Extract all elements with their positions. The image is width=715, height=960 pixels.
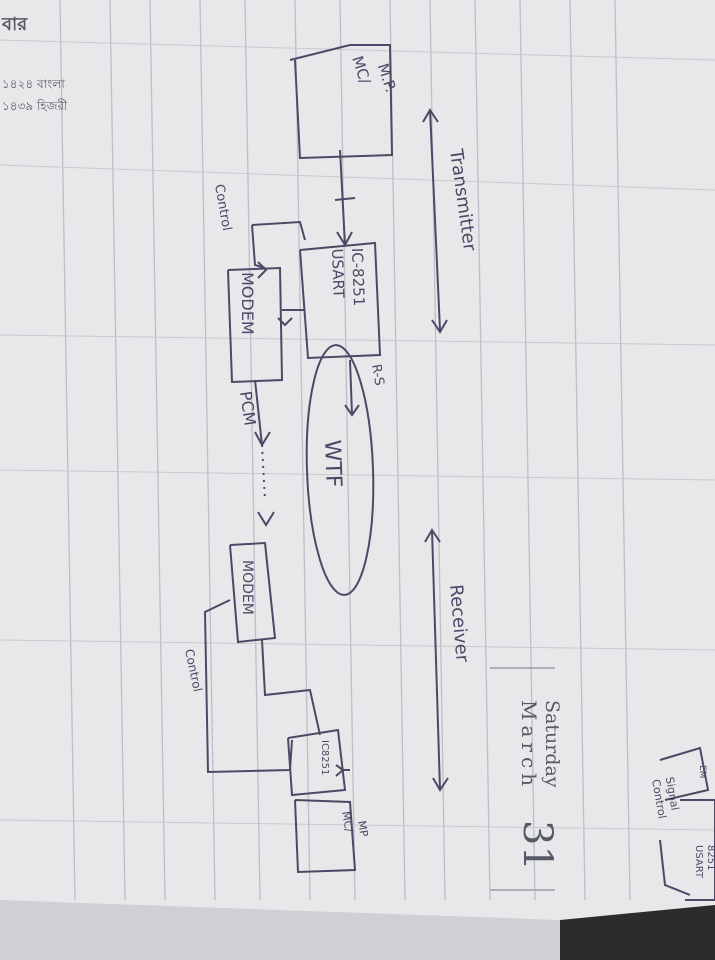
- horizontal-rules: [0, 39, 715, 831]
- rx-mc-bottom: MP: [355, 820, 371, 838]
- weekday-label: Saturday: [541, 700, 563, 788]
- mc-mp-box: [289, 44, 394, 160]
- date-block: March Saturday 31: [514, 700, 563, 871]
- bengali-year-2: ১৪৩৯ হিজরী: [2, 99, 68, 113]
- rx-usart-chip: IC8251: [319, 740, 330, 775]
- rx-mc-box: [294, 799, 357, 874]
- rs-ellipse: [305, 344, 375, 596]
- control-signal-2: Signal: [663, 776, 682, 812]
- rx-usart-box: [287, 728, 347, 797]
- pcm-label: PCM: [236, 390, 260, 427]
- corner-usart: USART: [693, 845, 704, 879]
- transmitter-arrow: [429, 109, 441, 331]
- month-label: March: [517, 700, 541, 791]
- corner-chip: 8251: [705, 845, 715, 870]
- page-bottom-shade: [0, 900, 560, 960]
- wtf-label: WTF: [319, 439, 346, 488]
- modem-tx-box: [227, 266, 284, 384]
- bengali-year-1: ১৪২৪ বাংলা: [2, 77, 65, 91]
- bottom-shadow: [560, 905, 715, 960]
- usart-box: [299, 241, 382, 360]
- diagram-ink: [203, 44, 715, 901]
- modem-rx-box: [229, 541, 277, 644]
- day-number: 31: [514, 820, 560, 871]
- ruled-lines: [59, 0, 631, 901]
- rx-mc-top: MC/: [339, 810, 355, 833]
- usart-chip-label: IC-8251: [348, 248, 368, 307]
- usart-label: USART: [328, 248, 348, 299]
- bengali-heading: বার: [1, 14, 28, 35]
- corner-em: EM: [697, 765, 707, 778]
- rs-label: R-S: [368, 363, 386, 387]
- corner-box-2: [680, 799, 715, 901]
- receiver-arrow: [431, 529, 441, 791]
- modem-rx-label: MODEM: [239, 560, 255, 615]
- corner-box-1: [659, 746, 710, 801]
- modem-tx-label: MODEM: [238, 272, 257, 335]
